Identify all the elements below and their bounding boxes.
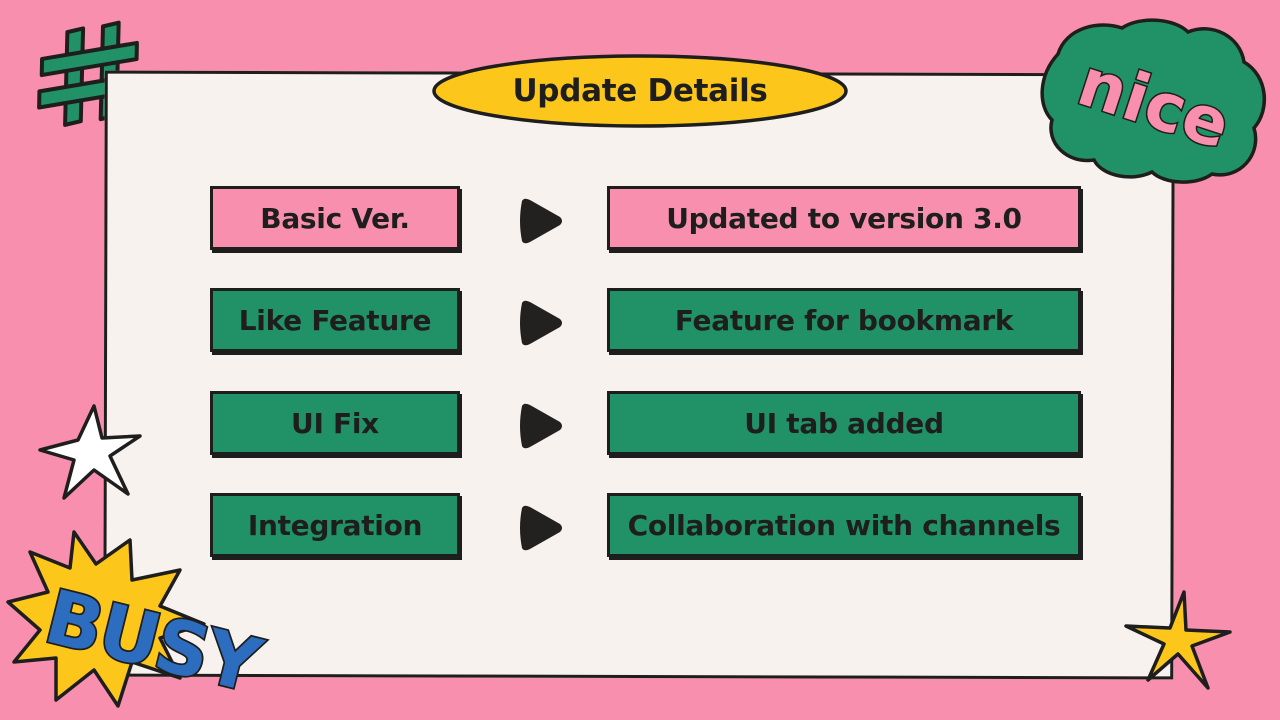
update-row: Basic Ver. Updated to version 3.0 bbox=[0, 186, 1280, 256]
update-row: Like Feature Feature for bookmark bbox=[0, 288, 1280, 358]
arrow-right-icon bbox=[520, 403, 562, 449]
row-label: Basic Ver. bbox=[210, 186, 460, 250]
row-label: Integration bbox=[210, 493, 460, 557]
row-label: UI Fix bbox=[210, 391, 460, 455]
arrow-right-icon bbox=[520, 300, 562, 346]
update-row: Integration Collaboration with channels bbox=[0, 493, 1280, 563]
row-detail: UI tab added bbox=[607, 391, 1081, 455]
update-row: UI Fix UI tab added bbox=[0, 391, 1280, 461]
title-banner: Update Details bbox=[430, 52, 850, 130]
page-title: Update Details bbox=[512, 73, 768, 109]
busy-sticker: BUSY bbox=[6, 530, 272, 710]
arrow-right-icon bbox=[520, 198, 562, 244]
row-detail: Updated to version 3.0 bbox=[607, 186, 1081, 250]
hash-sticker-label: # bbox=[30, 20, 31, 21]
yellow-star-icon bbox=[1124, 590, 1232, 690]
arrow-right-icon bbox=[520, 505, 562, 551]
row-label: Like Feature bbox=[210, 288, 460, 352]
white-star-icon bbox=[38, 404, 142, 500]
row-detail: Collaboration with channels bbox=[607, 493, 1081, 557]
nice-sticker: nice bbox=[1040, 18, 1267, 184]
row-detail: Feature for bookmark bbox=[607, 288, 1081, 352]
